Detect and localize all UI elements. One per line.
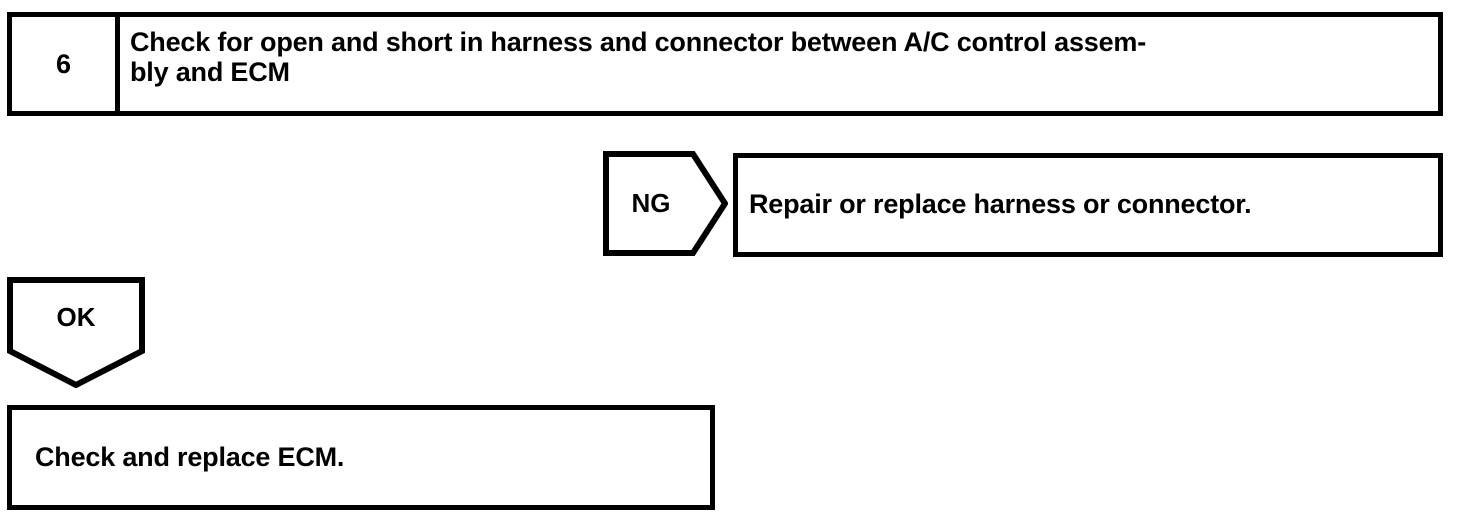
- step-instruction-cell: Check for open and short in harness and …: [120, 17, 1438, 111]
- step-instruction-text: Check for open and short in harness and …: [130, 27, 1146, 87]
- ok-branch-tag: OK: [7, 277, 145, 388]
- ok-result-text: Check and replace ECM.: [35, 441, 345, 472]
- ng-branch-tag: NG: [603, 151, 728, 256]
- ng-branch-label: NG: [631, 188, 671, 218]
- step-number-cell: 6: [12, 17, 120, 111]
- down-arrow-icon: [7, 277, 145, 388]
- right-arrow-icon: [603, 151, 728, 256]
- step-header-box: 6 Check for open and short in harness an…: [7, 12, 1443, 116]
- step-number: 6: [55, 48, 72, 79]
- ng-result-text: Repair or replace harness or connector.: [749, 189, 1252, 220]
- ok-branch-label: OK: [56, 301, 96, 332]
- ng-result-box: Repair or replace harness or connector.: [733, 153, 1443, 257]
- ok-result-box: Check and replace ECM.: [7, 405, 715, 510]
